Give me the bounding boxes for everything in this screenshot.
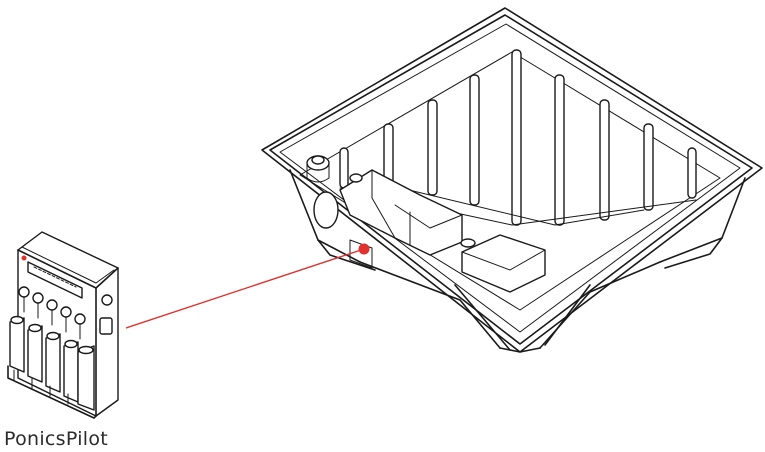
pump-unit [306,155,463,256]
connection-point [358,243,370,255]
connection-line [125,243,370,329]
ponicspilot-device [7,231,119,419]
dosing-knobs [18,286,86,340]
device-label: PonicsPilot [4,428,109,450]
nutrient-bottles [9,315,95,411]
float-box [460,234,546,293]
tray-ribs [339,49,697,226]
reservoir-tray [261,7,763,353]
